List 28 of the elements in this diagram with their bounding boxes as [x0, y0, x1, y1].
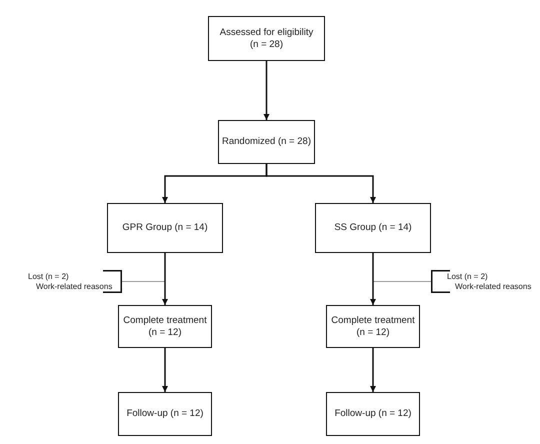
arrow: [162, 348, 168, 392]
step-label: Follow-up (n = 12): [126, 408, 204, 420]
arrow: [370, 348, 376, 392]
arrow: [370, 253, 376, 305]
process-box: [208, 16, 325, 61]
bracket-note: [28, 270, 122, 293]
process-box: [107, 203, 223, 253]
step-label: Follow-up (n = 12): [334, 408, 412, 420]
process-box: [315, 203, 431, 253]
note-text: Work-related reasons: [35, 282, 114, 292]
process-box: [326, 305, 420, 348]
bracket-note: [431, 270, 534, 293]
arrow: [266, 164, 376, 203]
step-label: GPR Group (n = 14): [122, 222, 208, 234]
arrow: [162, 253, 168, 305]
process-box: [118, 392, 212, 436]
process-box: [118, 305, 212, 348]
step-label: Complete treatment (n = 12): [122, 314, 208, 338]
note-text: Work-related reasons: [454, 282, 532, 292]
step-label: Assessed for eligibility (n = 28): [218, 26, 314, 50]
process-box: [218, 120, 315, 164]
step-label: Complete treatment (n = 12): [330, 314, 416, 338]
step-label: Randomized (n = 28): [222, 136, 311, 148]
process-box: [326, 392, 420, 436]
step-label: SS Group (n = 14): [334, 222, 412, 234]
note-heading: Lost (n = 2): [28, 272, 70, 282]
arrow: [264, 61, 270, 120]
note-heading: Lost (n = 2): [446, 272, 489, 282]
